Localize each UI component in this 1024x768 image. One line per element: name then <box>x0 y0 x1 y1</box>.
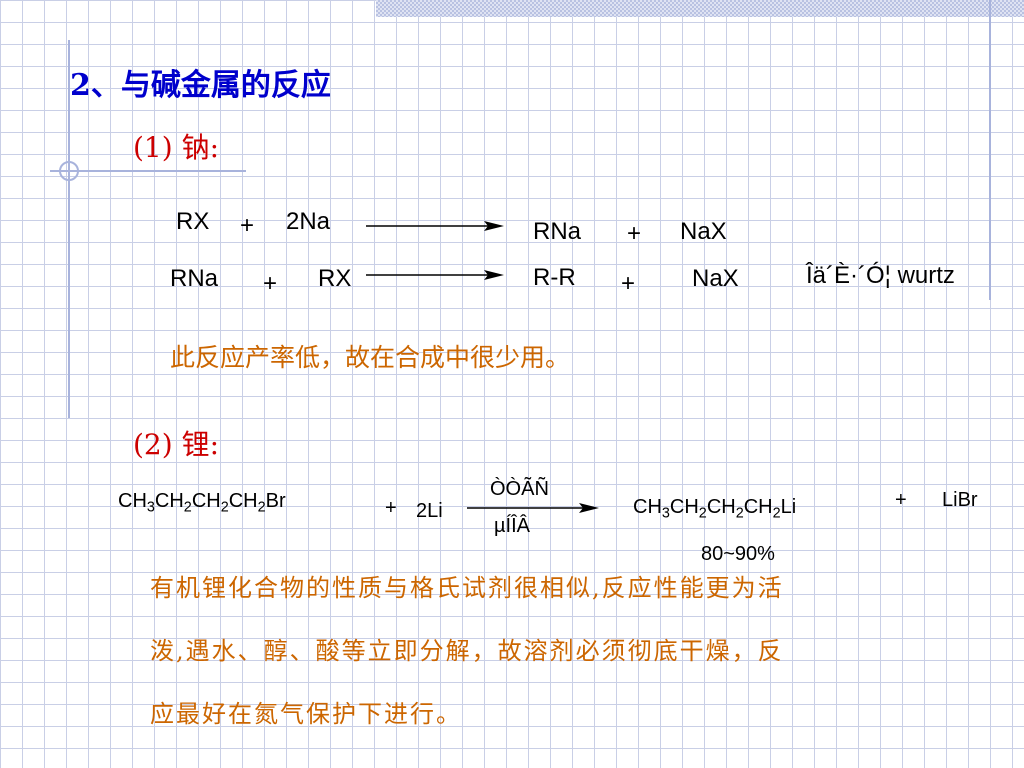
li-arrow-above-text: ÒÒÃÑ <box>490 478 549 500</box>
eq2-reactant-rx: RX <box>318 265 352 292</box>
left-decor-line <box>68 40 70 418</box>
li-plus-2: + <box>895 489 907 511</box>
sodium-note: 此反应产率低，故在合成中很少用。 <box>170 343 571 372</box>
eq2-plus-2: + <box>621 270 636 297</box>
li-arrow <box>467 503 599 513</box>
left-decor-hline <box>50 170 246 172</box>
eq1-product-rna: RNa <box>533 218 582 245</box>
eq1-product-nax: NaX <box>680 218 727 245</box>
decor-circle-icon <box>59 161 79 181</box>
sodium-label: (1) 钠: <box>133 131 219 164</box>
eq1-arrow <box>366 221 504 231</box>
li-yield: 80~90% <box>701 543 775 565</box>
li-arrow-below-text: µÍÎÂ <box>494 515 530 537</box>
li-reactant-lithium: 2Li <box>416 500 443 522</box>
eq2-arrow <box>366 270 504 280</box>
li-plus: + <box>385 497 397 519</box>
lithium-paragraph-line-3: 应最好在氮气保护下进行。 <box>150 700 462 728</box>
eq1-reactant-na: 2Na <box>286 208 331 235</box>
eq1-plus: + <box>240 212 255 239</box>
top-decor-band <box>376 0 1024 17</box>
lithium-label: (2) 锂: <box>133 428 219 461</box>
eq2-product-nax: NaX <box>692 265 739 292</box>
eq2-plus: + <box>263 270 278 297</box>
li-product-libr: LiBr <box>942 489 978 511</box>
wurtz-reaction-label: Îä´È·´Ó¦ wurtz <box>806 262 955 289</box>
eq2-reactant-rna: RNa <box>170 265 219 292</box>
eq2-product-rr: R-R <box>533 264 576 291</box>
eq1-plus-2: + <box>627 220 642 247</box>
slide-heading: 2、与碱金属的反应 <box>70 68 331 103</box>
lithium-paragraph-line-2: 泼,遇水、醇、酸等立即分解，故溶剂必须彻底干燥，反 <box>150 637 784 665</box>
eq1-reactant-rx: RX <box>176 208 210 235</box>
li-product-butyl-lithium: CH3CH2CH2CH2Li <box>633 496 797 522</box>
lithium-paragraph-line-1: 有机锂化合物的性质与格氏试剂很相似,反应性能更为活 <box>150 574 784 602</box>
right-decor-line <box>989 0 991 300</box>
li-reactant-butyl-bromide: CH3CH2CH2CH2Br <box>118 490 286 516</box>
